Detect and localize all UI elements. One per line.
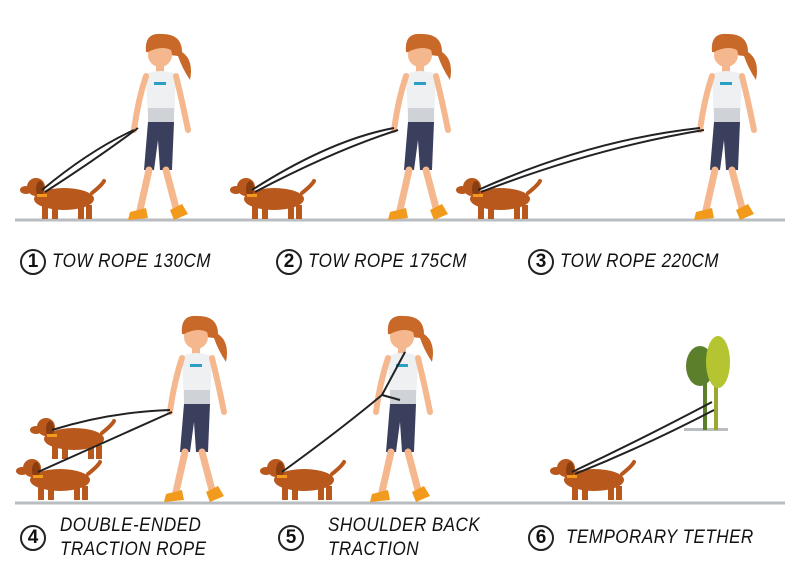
number-badge: 4 (20, 525, 46, 551)
leash-1 (41, 127, 139, 193)
option-label-6: 6 TEMPORARY TETHER (528, 525, 775, 551)
option-text: TOW ROPE 220CM (560, 251, 719, 272)
leash-6 (571, 401, 715, 475)
tree-icon (684, 336, 730, 431)
option-label-4: 4 DOUBLE-ENDED TRACTION ROPE (20, 514, 223, 562)
walker-figure-1 (128, 34, 191, 220)
walker-figure-2 (388, 34, 451, 220)
walker-figure-5 (370, 316, 433, 502)
dog-figure-1 (18, 176, 106, 221)
option-text-line1: DOUBLE-ENDED (60, 515, 202, 536)
leash-3 (477, 127, 705, 193)
dog-figure-4b (14, 457, 102, 502)
option-text-line1: SHOULDER BACK (328, 515, 481, 536)
dog-figure-6 (548, 457, 636, 502)
walker-figure-4 (164, 316, 227, 502)
option-text: TEMPORARY TETHER (566, 527, 754, 548)
number-badge: 3 (528, 249, 554, 275)
option-text-line2: TRACTION ROPE (60, 539, 207, 560)
leash-4 (37, 409, 173, 473)
number-badge: 6 (528, 525, 554, 551)
walker-figure-3 (694, 34, 757, 220)
option-text: SHOULDER BACK TRACTION (328, 514, 480, 562)
number-badge: 5 (278, 525, 304, 551)
option-text: TOW ROPE 175CM (308, 251, 467, 272)
option-label-1: 1 TOW ROPE 130CM (20, 249, 229, 275)
option-label-3: 3 TOW ROPE 220CM (528, 249, 737, 275)
option-label-2: 2 TOW ROPE 175CM (276, 249, 485, 275)
leash-5 (281, 351, 406, 473)
leash-2 (251, 127, 399, 193)
option-label-5: 5 SHOULDER BACK TRACTION (278, 514, 497, 562)
number-badge: 2 (276, 249, 302, 275)
dog-figure-5 (258, 457, 346, 502)
dog-figure-3 (454, 176, 542, 221)
option-text: TOW ROPE 130CM (52, 251, 211, 272)
option-text: DOUBLE-ENDED TRACTION ROPE (60, 514, 206, 562)
option-text-line2: TRACTION (328, 539, 419, 560)
number-badge: 1 (20, 249, 46, 275)
